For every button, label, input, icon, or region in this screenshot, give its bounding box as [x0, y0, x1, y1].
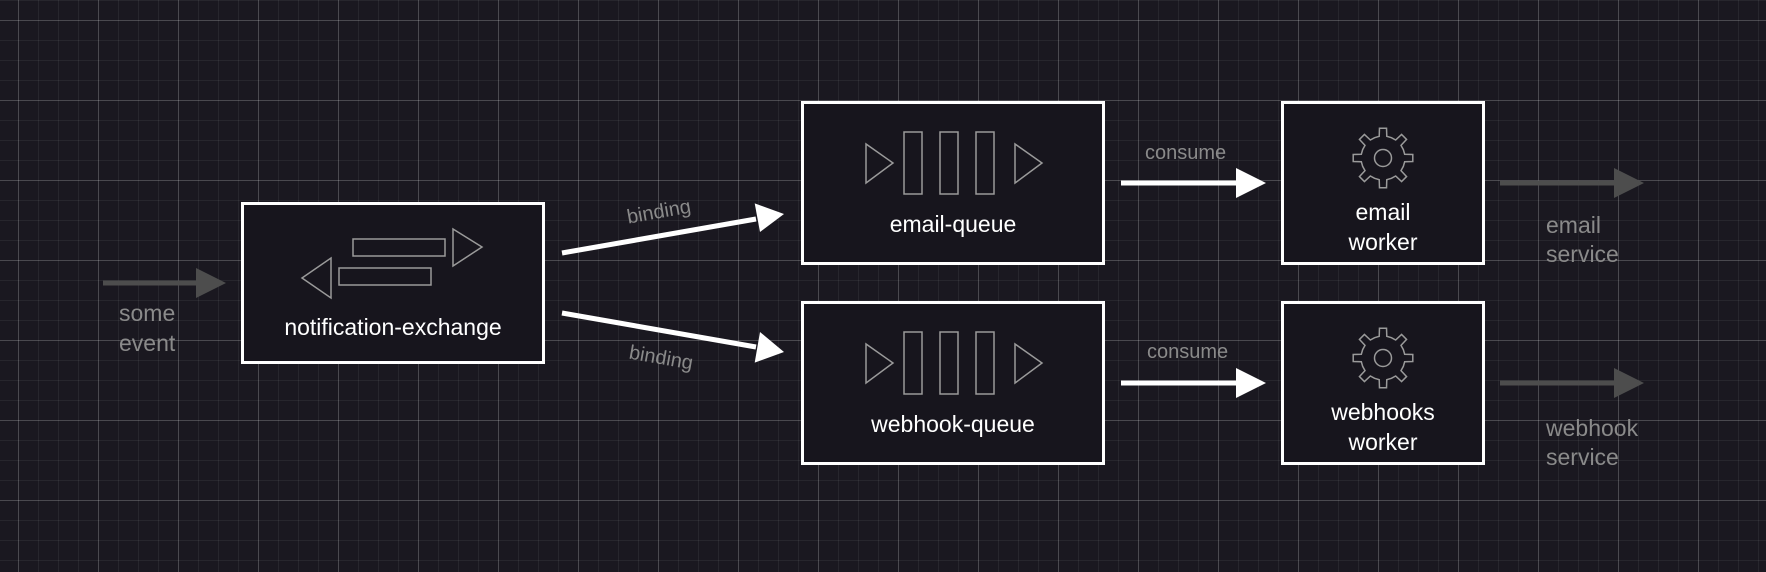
output-label-webhook-line2: service: [1546, 444, 1619, 470]
email-worker-label-line1: email: [1355, 199, 1411, 225]
input-label-line1: some: [119, 300, 176, 326]
consume-arrow-top: [1121, 168, 1266, 198]
gear-icon: [1352, 127, 1414, 189]
gear-icon: [1352, 327, 1414, 389]
webhooks-worker-label-line2: worker: [1348, 429, 1418, 455]
output-arrow-email: [1500, 168, 1644, 198]
queue-icon: [865, 131, 1044, 195]
binding-label-bottom: binding: [627, 342, 694, 375]
email-worker-label-line2: worker: [1348, 229, 1418, 255]
webhook-queue-label: webhook-queue: [871, 411, 1035, 437]
webhooks-worker-label-line1: webhooks: [1331, 399, 1435, 425]
consume-label-top: consume: [1145, 142, 1227, 164]
consume-arrow-bottom: [1121, 368, 1266, 398]
webhooks-worker-box[interactable]: webhooks worker: [1281, 301, 1485, 465]
exchange-label: notification-exchange: [284, 314, 502, 340]
input-label-line2: event: [119, 330, 176, 356]
binding-label-top: binding: [625, 196, 692, 229]
output-label-email-line2: service: [1546, 241, 1619, 267]
output-arrow-webhook: [1500, 368, 1644, 398]
email-queue-label: email-queue: [889, 211, 1017, 237]
webhook-queue-box[interactable]: webhook-queue: [801, 301, 1105, 465]
exchange-arrows-icon: [300, 227, 484, 300]
queue-icon: [865, 331, 1044, 395]
output-label-webhook-line1: webhook: [1546, 415, 1639, 441]
exchange-box[interactable]: notification-exchange: [241, 202, 545, 364]
binding-arrow-top: [561, 203, 784, 256]
email-queue-box[interactable]: email-queue: [801, 101, 1105, 265]
binding-arrow-bottom: [561, 310, 784, 363]
input-arrow: [103, 268, 226, 298]
email-worker-box[interactable]: email worker: [1281, 101, 1485, 265]
consume-label-bottom: consume: [1147, 341, 1229, 363]
output-label-email-line1: email: [1546, 212, 1601, 238]
